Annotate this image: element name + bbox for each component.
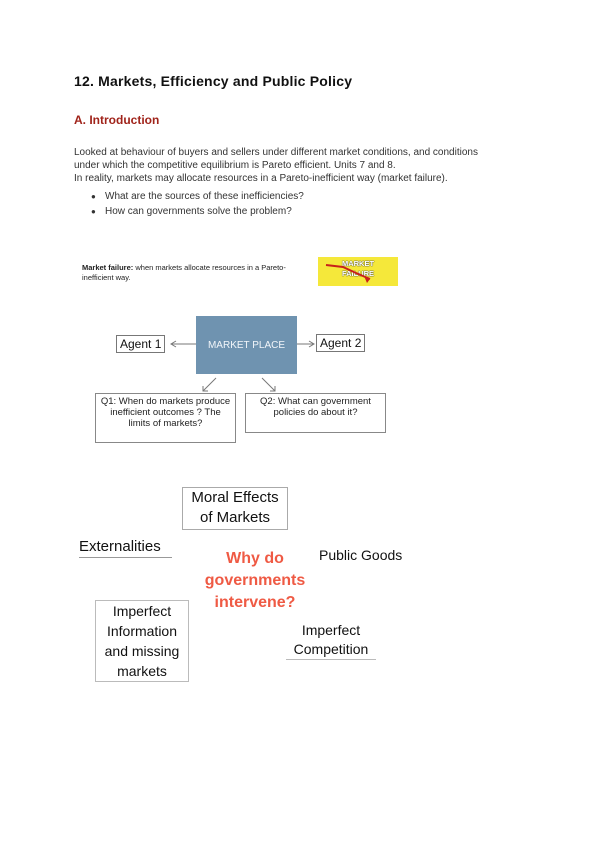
moral-line-1: Moral Effects — [183, 488, 287, 508]
info-line-2: Information — [96, 621, 188, 641]
moral-effects-box: Moral Effects of Markets — [182, 487, 288, 530]
central-line-1: Why do — [200, 548, 310, 570]
moral-line-2: of Markets — [183, 508, 287, 528]
market-place-box: MARKET PLACE — [196, 316, 297, 374]
info-line-1: Imperfect — [96, 601, 188, 621]
imperfect-competition-box: Imperfect Competition — [286, 621, 376, 660]
info-line-4: markets — [96, 661, 188, 681]
info-line-3: and missing — [96, 641, 188, 661]
externalities-underline — [79, 557, 172, 558]
central-question: Why do governments intervene? — [200, 548, 310, 614]
question-2-box: Q2: What can government policies do abou… — [245, 393, 386, 433]
question-1-box: Q1: When do markets produce inefficient … — [95, 393, 236, 443]
public-goods-label: Public Goods — [319, 545, 402, 565]
agent-1-box: Agent 1 — [116, 335, 165, 353]
comp-line-1: Imperfect — [286, 621, 376, 640]
central-line-3: intervene? — [200, 592, 310, 614]
agent-2-box: Agent 2 — [316, 334, 365, 352]
comp-line-2: Competition — [286, 640, 376, 659]
imperfect-information-box: Imperfect Information and missing market… — [95, 600, 189, 682]
central-line-2: governments — [200, 570, 310, 592]
externalities-label: Externalities — [79, 537, 161, 557]
